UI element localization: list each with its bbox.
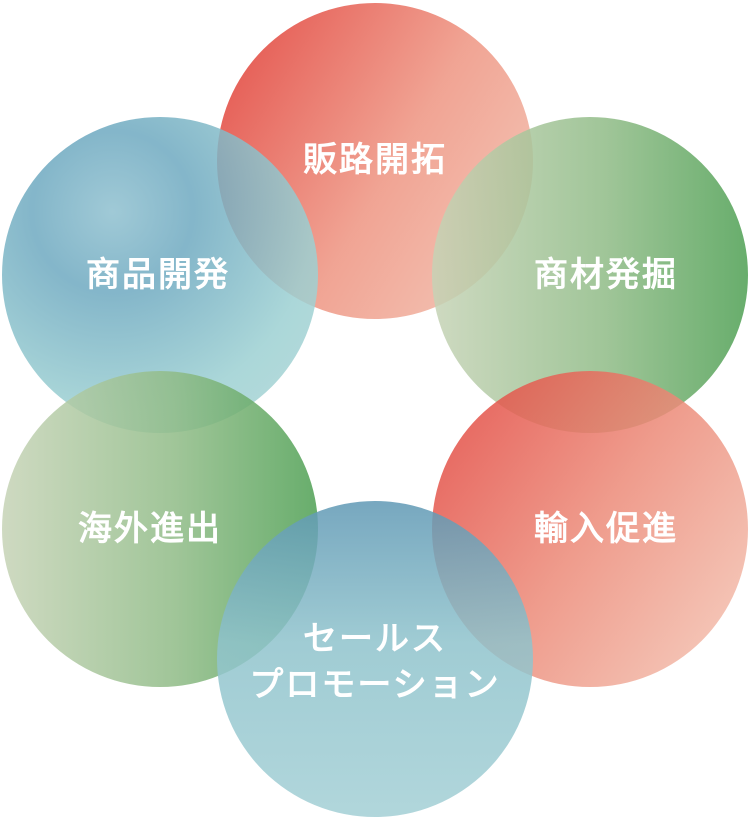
circle-product-development [2,117,318,433]
label-overseas-expansion: 海外進出 [78,509,222,549]
circles-layer [2,3,748,817]
label-material-discovery: 商材発掘 [534,255,678,295]
label-sales-promotion-line-1: セールス [303,619,447,659]
circle-material-discovery [432,117,748,433]
label-import-promotion: 輸入促進 [534,509,678,549]
label-sales-channel: 販路開拓 [303,140,447,180]
label-product-development: 商品開発 [86,255,230,295]
label-sales-promotion-line-2: プロモーション [249,665,500,705]
labels-layer: 販路開拓 商材発掘 輸入促進 セールス プロモーション 海外進出 商品開発 [78,140,678,705]
circle-sales-promotion [217,501,533,817]
